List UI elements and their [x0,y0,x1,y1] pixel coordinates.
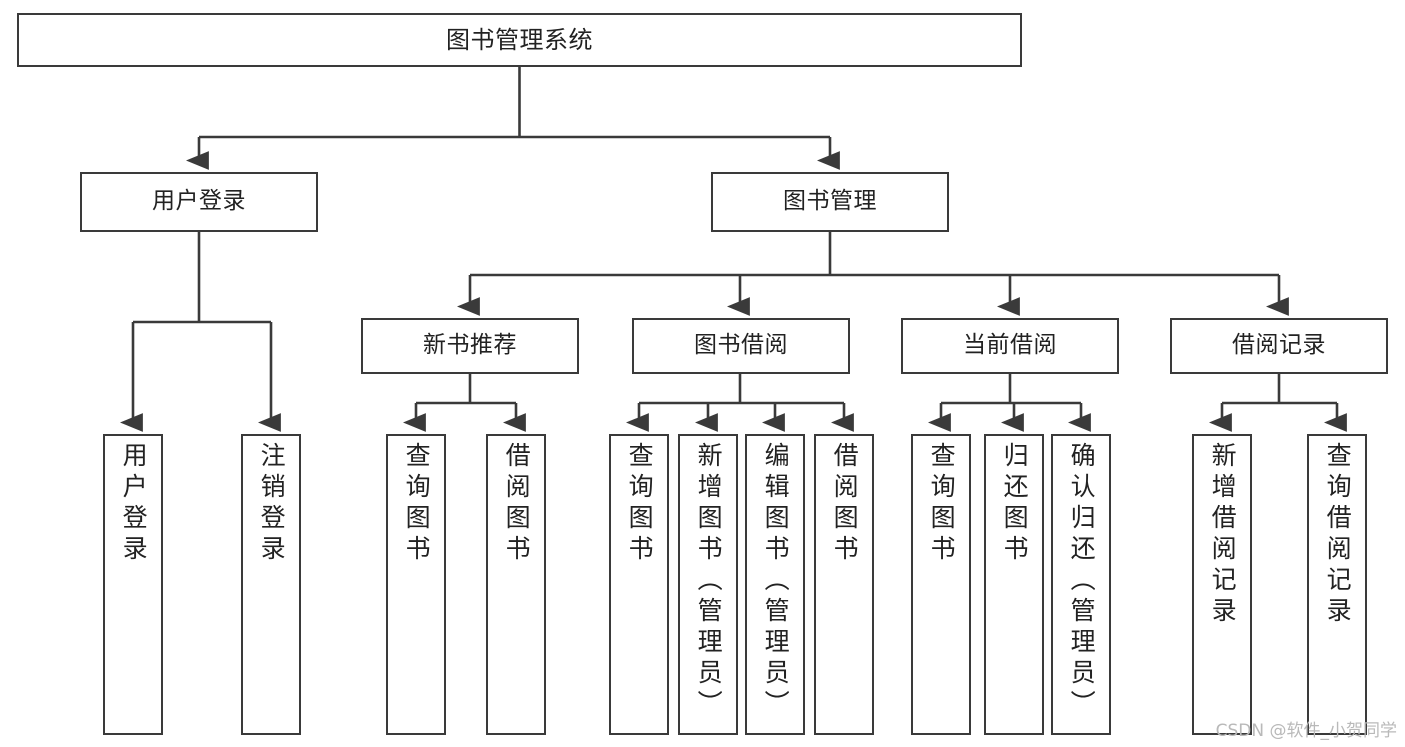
leaf-user-login[interactable]: 用户登录 [103,434,163,735]
node-label: 编辑图书（管理员） [761,442,791,721]
node-label: 图书管理 [783,188,877,215]
leaf-borrow-book[interactable]: 借阅图书 [814,434,874,735]
leaf-query-borrow-record[interactable]: 查询借阅记录 [1307,434,1367,735]
node-label: 查询图书 [927,442,957,566]
leaf-query-book-current[interactable]: 查询图书 [911,434,971,735]
leaf-user-logout[interactable]: 注销登录 [241,434,301,735]
node-label: 查询图书 [625,442,655,566]
node-label: 借阅记录 [1232,332,1326,359]
node-user-login[interactable]: 用户登录 [80,172,318,232]
csdn-watermark: CSDN @软件_小贺同学 [1215,721,1397,741]
leaf-confirm-return-admin[interactable]: 确认归还（管理员） [1051,434,1111,735]
node-label: 用户登录 [152,188,246,215]
node-label: 查询图书 [402,442,432,566]
node-label: 注销登录 [257,442,287,566]
node-label: 用户登录 [119,442,149,566]
node-label: 新增图书（管理员） [694,442,724,721]
leaf-return-book[interactable]: 归还图书 [984,434,1044,735]
node-label: 借阅图书 [502,442,532,566]
node-current-borrow[interactable]: 当前借阅 [901,318,1119,374]
node-label: 归还图书 [1000,442,1030,566]
node-book-borrow[interactable]: 图书借阅 [632,318,850,374]
node-label: 图书借阅 [694,332,788,359]
leaf-add-book-admin[interactable]: 新增图书（管理员） [678,434,738,735]
node-label: 图书管理系统 [446,25,593,54]
node-label: 确认归还（管理员） [1067,442,1097,721]
node-new-book-recommend[interactable]: 新书推荐 [361,318,579,374]
node-root-system[interactable]: 图书管理系统 [17,13,1022,67]
leaf-edit-book-admin[interactable]: 编辑图书（管理员） [745,434,805,735]
node-label: 当前借阅 [963,332,1057,359]
node-label: 新书推荐 [423,332,517,359]
node-borrow-record[interactable]: 借阅记录 [1170,318,1388,374]
leaf-borrow-book-recommend[interactable]: 借阅图书 [486,434,546,735]
node-label: 新增借阅记录 [1208,442,1238,628]
leaf-query-book-borrow[interactable]: 查询图书 [609,434,669,735]
node-label: 查询借阅记录 [1323,442,1353,628]
node-book-manage[interactable]: 图书管理 [711,172,949,232]
leaf-query-book-recommend[interactable]: 查询图书 [386,434,446,735]
node-label: 借阅图书 [830,442,860,566]
leaf-add-borrow-record[interactable]: 新增借阅记录 [1192,434,1252,735]
